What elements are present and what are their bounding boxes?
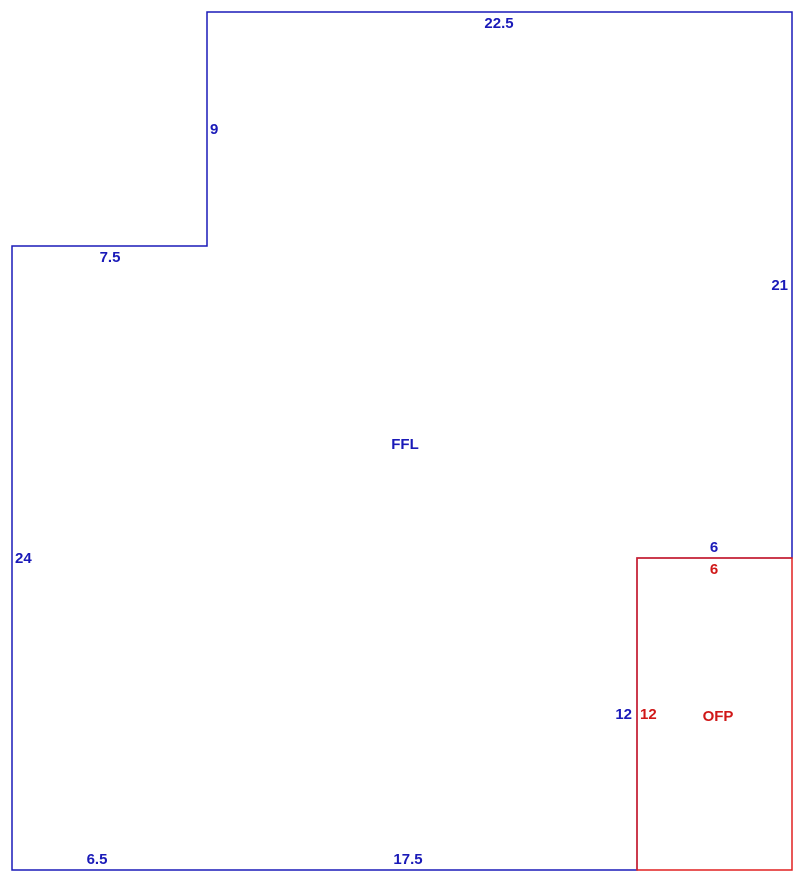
dim-porch-top-main: 6 <box>710 539 718 556</box>
dim-porch-side: 12 <box>640 706 657 723</box>
dim-left-ledge: 7.5 <box>100 249 121 266</box>
main-area-label: FFL <box>391 436 419 453</box>
dim-right: 21 <box>771 277 788 294</box>
dim-top: 22.5 <box>484 15 513 32</box>
dim-bottom-right: 17.5 <box>393 851 422 868</box>
porch-area-label: OFP <box>703 708 734 725</box>
dim-left: 24 <box>15 550 32 567</box>
porch-outline <box>636 557 793 871</box>
dim-bottom-left: 6.5 <box>87 851 108 868</box>
dim-porch-side-main: 12 <box>615 706 632 723</box>
dim-upper-left-step: 9 <box>210 121 218 138</box>
dim-porch-top: 6 <box>710 561 718 578</box>
